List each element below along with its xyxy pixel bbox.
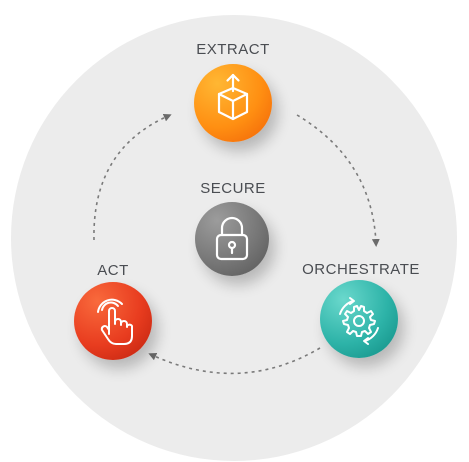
node-act <box>74 282 152 360</box>
node-label-act: ACT <box>97 262 129 279</box>
arrow-act-to-extract <box>93 113 172 241</box>
node-extract <box>194 64 272 142</box>
tap-hand-icon <box>97 298 133 345</box>
node-label-orchestrate: ORCHESTRATE <box>302 261 420 278</box>
gear-cycle-icon <box>339 297 379 345</box>
arrow-orchestrate-to-act <box>148 347 321 375</box>
node-label-extract: EXTRACT <box>196 41 270 58</box>
node-secure <box>195 202 269 276</box>
padlock-icon <box>215 216 249 261</box>
node-label-secure: SECURE <box>200 180 266 197</box>
box-upload-icon <box>217 73 249 121</box>
arrow-extract-to-orchestrate <box>296 114 380 247</box>
node-orchestrate <box>320 280 398 358</box>
